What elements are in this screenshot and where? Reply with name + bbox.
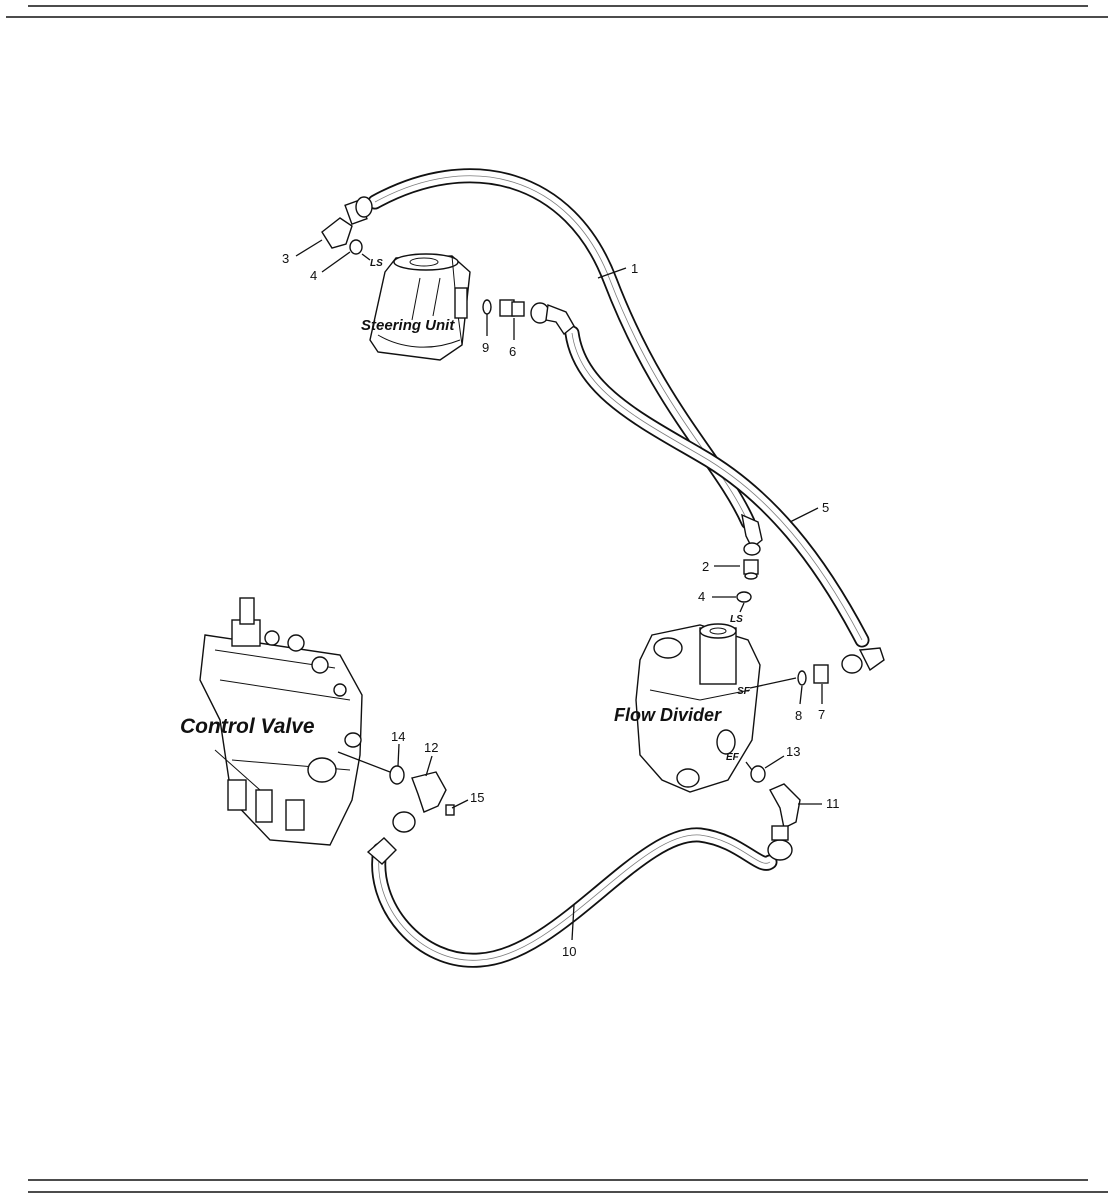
callout-6: 6 (509, 344, 516, 359)
callout-4-top: 4 (310, 268, 317, 283)
port-ls-flow-divider: LS (730, 614, 743, 625)
callout-13: 13 (786, 744, 800, 759)
o-ring-4-flow-divider (736, 591, 752, 603)
callout-8: 8 (795, 708, 802, 723)
callout-4-flow-divider: 4 (698, 589, 705, 604)
elbow-fitting-11 (767, 783, 801, 861)
o-ring-13 (750, 765, 766, 783)
callout-10: 10 (562, 944, 576, 959)
callout-15: 15 (470, 790, 484, 805)
hose-5 (564, 325, 870, 648)
callout-7: 7 (818, 707, 825, 722)
steering-unit-label: Steering Unit (361, 317, 455, 334)
flow-divider (635, 623, 761, 793)
control-valve-label: Control Valve (180, 715, 315, 738)
control-valve (199, 597, 363, 846)
flow-divider-label: Flow Divider (614, 705, 722, 725)
o-ring-14 (389, 765, 405, 785)
callout-9: 9 (482, 340, 489, 355)
port-ls-top: LS (370, 258, 383, 269)
o-ring-4-top (349, 239, 363, 255)
callout-14: 14 (391, 729, 405, 744)
callout-1: 1 (631, 261, 638, 276)
port-sf: SF (737, 686, 751, 697)
o-ring-8 (797, 670, 807, 686)
steering-unit (369, 253, 471, 361)
callout-2: 2 (702, 559, 709, 574)
bottom-border (28, 1179, 1108, 1193)
callout-3: 3 (282, 251, 289, 266)
adapter-7 (813, 647, 885, 684)
adapter-2 (741, 513, 763, 580)
leader-lines (295, 239, 823, 941)
elbow-fitting-12 (392, 771, 455, 833)
callout-11: 11 (826, 796, 840, 811)
o-ring-9 (482, 299, 492, 315)
hose-end-10 (366, 837, 397, 865)
adapter-6 (499, 299, 575, 336)
callout-12: 12 (424, 740, 438, 755)
hose-10 (371, 827, 778, 968)
port-ef: EF (726, 752, 740, 763)
callout-5: 5 (822, 500, 829, 515)
elbow-fitting-3 (321, 196, 373, 249)
top-border (6, 5, 1108, 18)
